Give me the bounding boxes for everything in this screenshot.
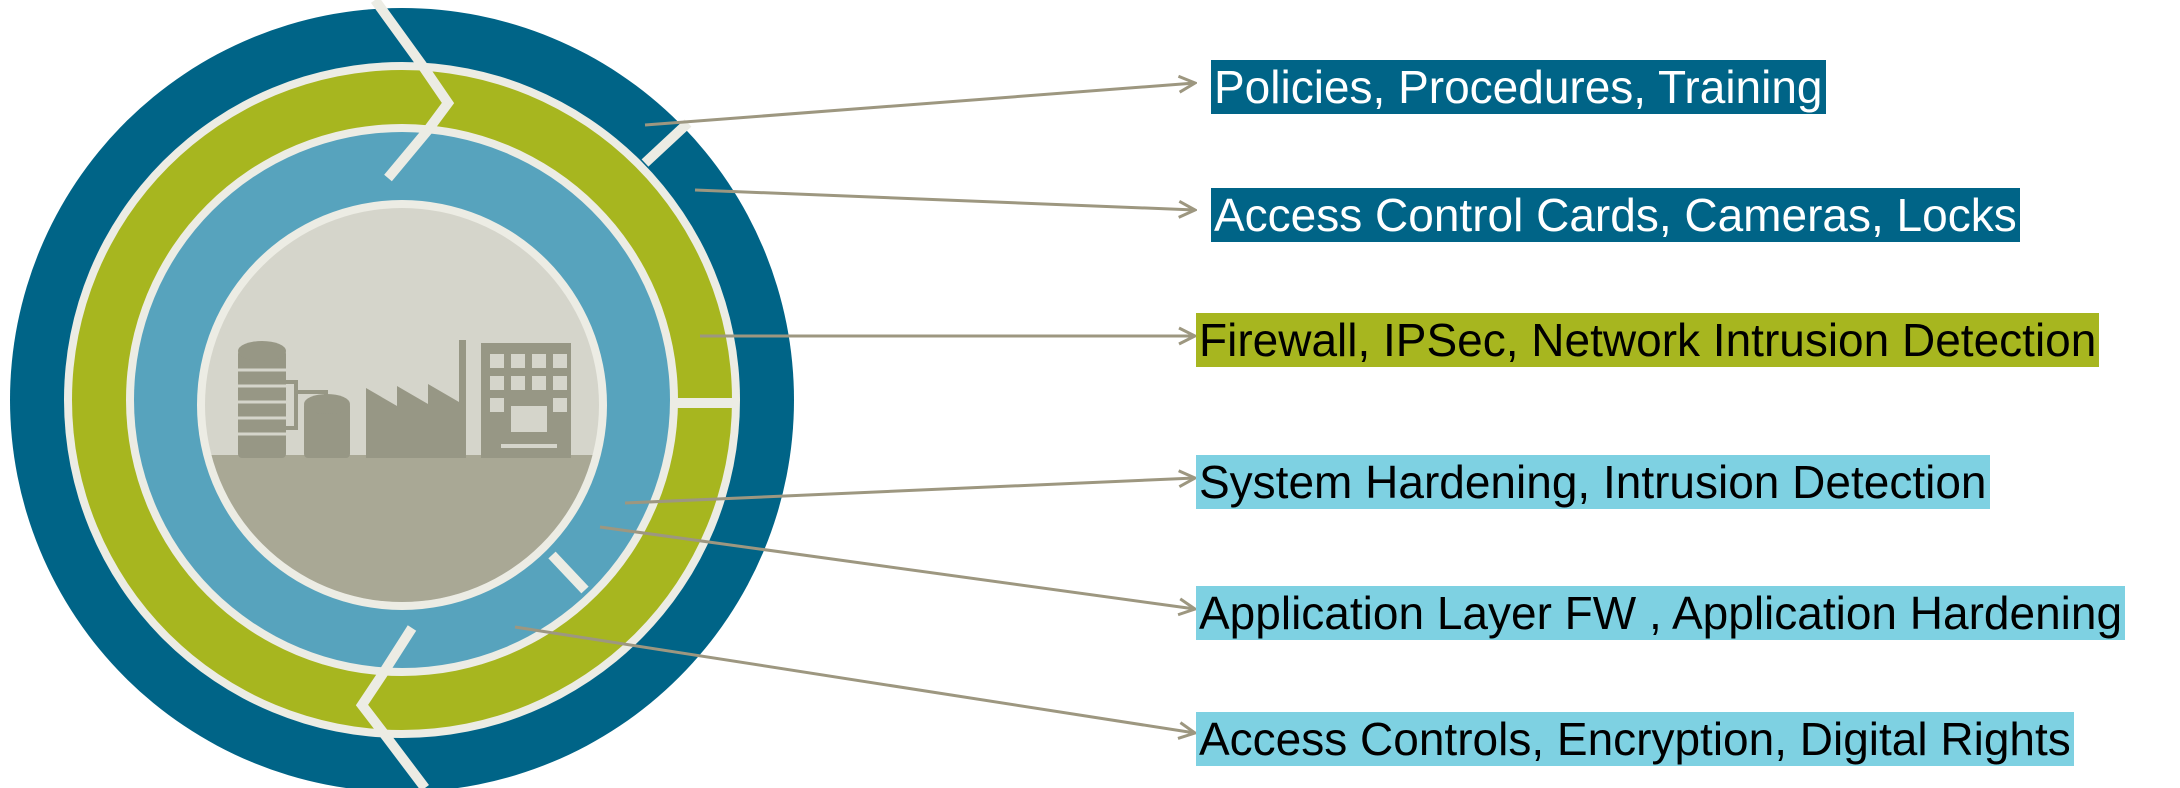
small-tank bbox=[304, 402, 350, 458]
separator-bottom-zigzag bbox=[355, 625, 429, 788]
arrow-system bbox=[624, 478, 1195, 505]
label-firewall-ipsec-network-intrusion-detection: Firewall, IPSec, Network Intrusion Detec… bbox=[1196, 313, 2100, 367]
label-policies-procedures-training: Policies, Procedures, Training bbox=[1211, 60, 1826, 114]
label-application-layer-fw-application-hardening: Application Layer FW , Application Harde… bbox=[1196, 586, 2126, 640]
label-access-control-cards-cameras-locks: Access Control Cards, Cameras, Locks bbox=[1211, 188, 2020, 242]
small-tank-top bbox=[304, 394, 350, 414]
separator-outer-upper-right bbox=[641, 119, 692, 167]
callout-arrows bbox=[514, 83, 1195, 733]
ring-separators bbox=[355, 0, 735, 788]
separator-light-blue-lower-right bbox=[548, 551, 589, 594]
plant-icon-details bbox=[238, 354, 567, 448]
arrow-physical bbox=[694, 188, 1195, 210]
silo-tank bbox=[238, 350, 286, 458]
separator-top-zigzag bbox=[370, 0, 455, 182]
silo-tank-top bbox=[238, 341, 286, 361]
label-access-controls-encryption-digital-rights: Access Controls, Encryption, Digital Rig… bbox=[1196, 712, 2074, 766]
arrow-policies bbox=[644, 83, 1195, 127]
arrow-data bbox=[514, 625, 1195, 733]
arrow-application bbox=[599, 525, 1195, 609]
factory-building bbox=[366, 340, 466, 458]
label-system-hardening-intrusion-detection: System Hardening, Intrusion Detection bbox=[1196, 455, 1990, 509]
